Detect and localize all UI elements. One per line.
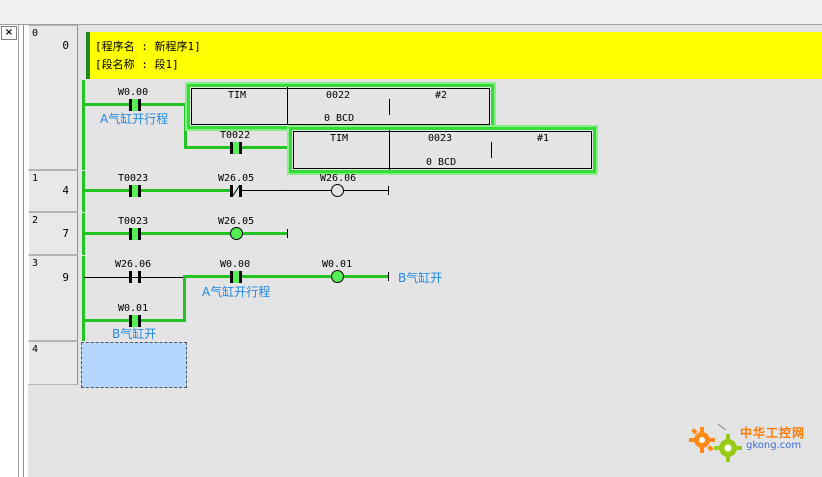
wire — [184, 103, 187, 149]
timer-instruction: TIM — [330, 133, 349, 144]
coil-w0-01[interactable] — [331, 270, 344, 283]
timer-number: 0023 — [428, 133, 453, 144]
coil-address: W0.01 — [322, 259, 353, 270]
program-comment[interactable]: [程序名 : 新程序1] [段名称 : 段1] — [86, 32, 822, 79]
timer-preset: #1 — [537, 133, 550, 144]
power-rail — [82, 256, 85, 341]
close-icon[interactable]: × — [1, 26, 17, 40]
contact-address: W0.01 — [118, 303, 149, 314]
step-number: 7 — [62, 227, 69, 240]
timer-instruction: TIM — [228, 90, 247, 101]
nc-contact-w26-05[interactable] — [230, 185, 242, 197]
contact-w26-06[interactable] — [129, 271, 141, 283]
rung-gutter-0[interactable]: 0 0 — [28, 25, 78, 170]
contact-comment: A气缸开行程 — [100, 112, 169, 126]
power-rail — [82, 213, 85, 255]
project-tree-pane: × — [0, 25, 19, 477]
contact-w0-00[interactable] — [129, 99, 141, 111]
rung-gutter-3[interactable]: 3 9 — [28, 255, 78, 341]
wire-inactive — [344, 190, 388, 191]
coil-comment: B气缸开 — [398, 271, 443, 285]
wire — [183, 275, 389, 278]
contact-w0-00[interactable] — [230, 271, 242, 283]
timer-block-0023[interactable]: TIM 0023 #1 0 BCD — [289, 127, 596, 173]
timer-mode: 0 BCD — [324, 113, 355, 124]
timer-mode: 0 BCD — [426, 157, 457, 168]
contact-t0023[interactable] — [129, 228, 141, 240]
rung-index: 0 — [32, 28, 39, 39]
coil-w26-06[interactable] — [331, 184, 344, 197]
contact-address: W0.00 — [220, 259, 251, 270]
contact-address: T0023 — [118, 216, 149, 227]
wire — [84, 232, 287, 235]
coil-address: W26.05 — [218, 216, 255, 227]
pane-splitter[interactable] — [23, 25, 24, 477]
contact-address: T0023 — [118, 173, 149, 184]
section-name: [段名称 : 段1] — [95, 58, 179, 71]
rung-end — [388, 272, 389, 281]
rung-gutter-2[interactable]: 2 7 — [28, 212, 78, 255]
timer-number: 0022 — [326, 90, 351, 101]
contact-address: T0022 — [220, 130, 251, 141]
contact-w0-01[interactable] — [129, 315, 141, 327]
step-number: 0 — [62, 39, 69, 52]
step-number: 9 — [62, 271, 69, 284]
gear-icon — [689, 423, 742, 462]
step-number: 4 — [62, 184, 69, 197]
contact-t0023[interactable] — [129, 185, 141, 197]
gkong-logo: 中华工控网 gkong.com — [688, 420, 813, 468]
contact-address: W26.05 — [218, 173, 255, 184]
contact-address: W26.06 — [115, 259, 152, 270]
rung-end — [287, 229, 288, 238]
program-name: [程序名 : 新程序1] — [95, 40, 201, 53]
wire — [183, 275, 186, 322]
rung-gutter-1[interactable]: 1 4 — [28, 170, 78, 212]
contact-comment: B气缸开 — [112, 327, 157, 341]
timer-block-0022[interactable]: TIM 0022 #2 0 BCD — [187, 84, 494, 129]
contact-address: W0.00 — [118, 87, 149, 98]
rung-index: 4 — [32, 344, 39, 355]
logo-url: gkong.com — [746, 440, 802, 451]
toolbar-strip — [0, 0, 822, 25]
wire — [84, 189, 232, 192]
rung-gutter-4[interactable]: 4 — [28, 341, 78, 385]
contact-comment: A气缸开行程 — [202, 285, 271, 299]
rung-end — [388, 186, 389, 195]
wire-inactive — [242, 190, 332, 191]
rung-index: 3 — [32, 258, 39, 269]
selected-empty-rung[interactable] — [81, 342, 187, 388]
rung-index: 2 — [32, 215, 39, 226]
coil-w26-05[interactable] — [230, 227, 243, 240]
wire-inactive — [84, 277, 186, 278]
power-rail — [82, 80, 85, 170]
comment-marker — [86, 32, 90, 79]
timer-preset: #2 — [435, 90, 448, 101]
logo-brand: 中华工控网 — [740, 426, 806, 440]
coil-address: W26.06 — [320, 173, 357, 184]
contact-t0022[interactable] — [230, 142, 242, 154]
power-rail — [82, 171, 85, 212]
rung-index: 1 — [32, 173, 39, 184]
